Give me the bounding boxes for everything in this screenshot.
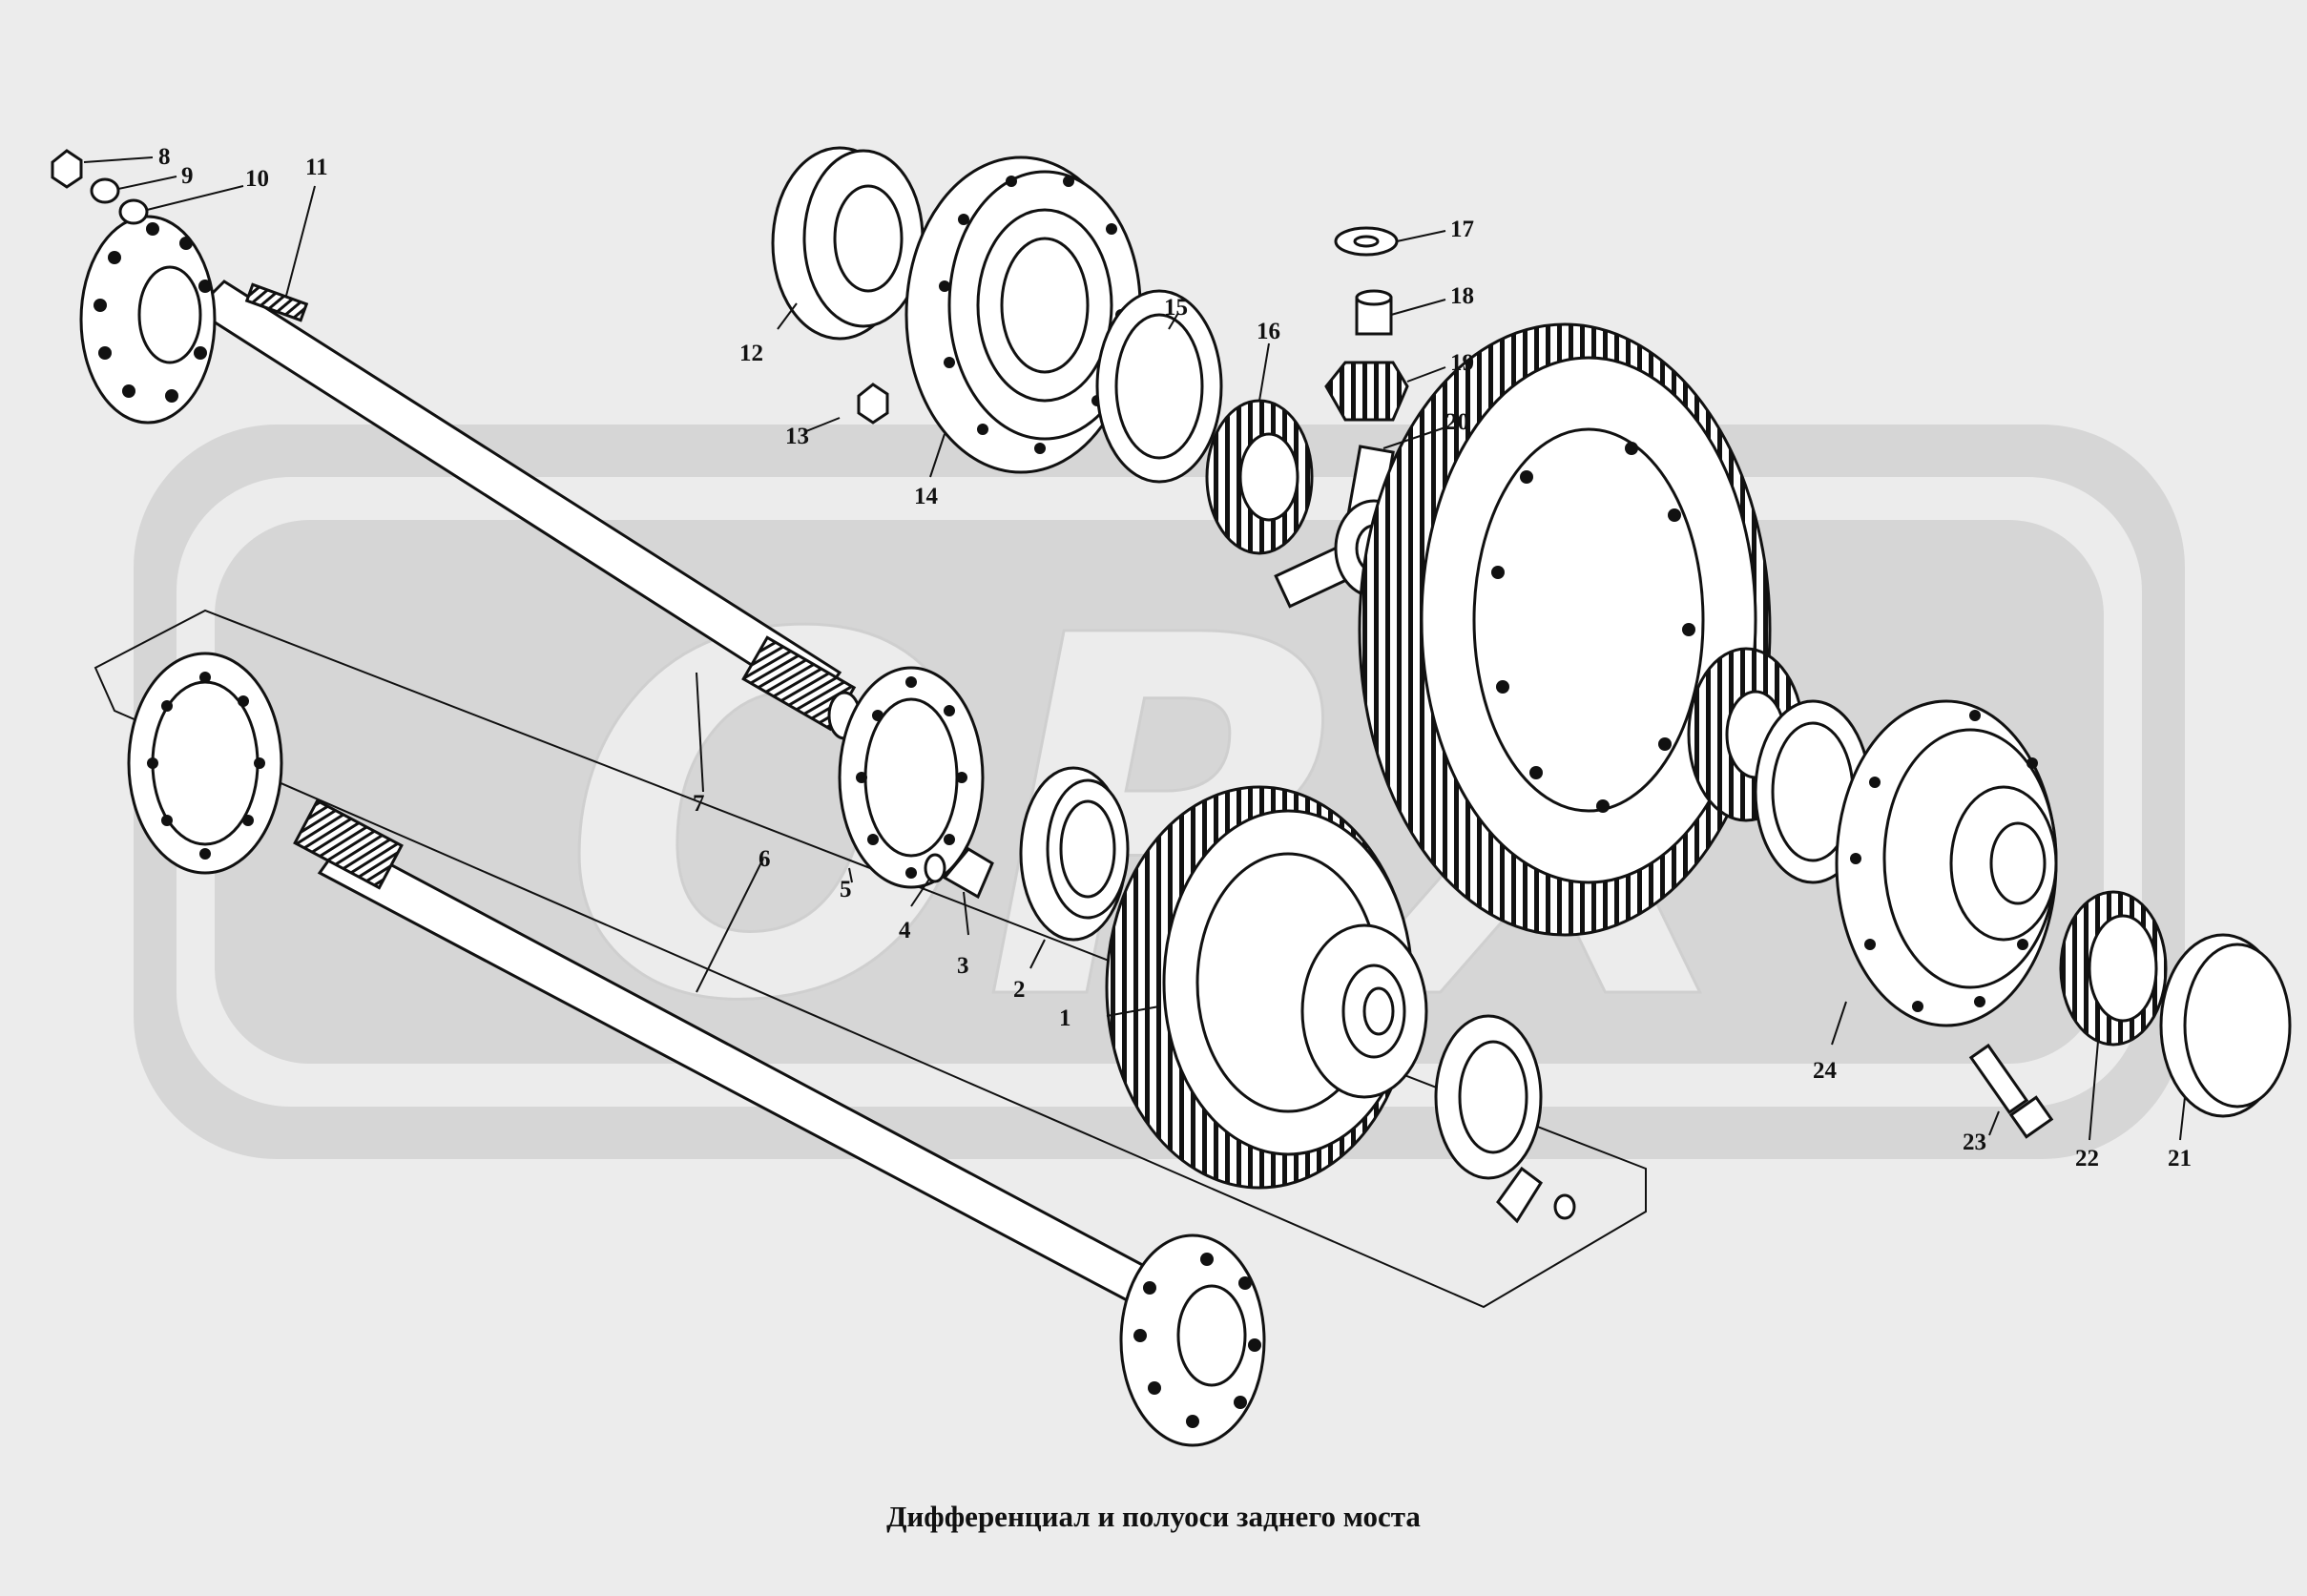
bearing-cone-22 <box>2059 890 2168 1047</box>
differential-assembly-1 <box>1105 785 1428 1190</box>
label-10: 10 <box>245 166 269 192</box>
stud-11 <box>244 282 309 322</box>
part-labels: 8 9 10 11 12 13 14 15 16 17 18 19 20 7 6… <box>158 144 2192 1171</box>
differential-case-24 <box>1835 699 2058 1027</box>
label-5: 5 <box>840 877 852 902</box>
bearing-cup-21 <box>2159 933 2292 1118</box>
figure-caption: Дифференциал и полуоси заднего моста <box>886 1500 1421 1533</box>
washer-9 <box>90 177 120 204</box>
bolt-23 <box>1968 1043 2054 1139</box>
washer-17 <box>1334 226 1399 257</box>
axle-shaft-6 <box>293 798 1266 1447</box>
lock-plate-lower <box>1496 1166 1576 1224</box>
label-23: 23 <box>1963 1130 1986 1155</box>
label-11: 11 <box>305 155 328 180</box>
lock-plate-3 <box>942 847 994 900</box>
washer-10 <box>118 198 149 225</box>
gasket-ring-left <box>127 652 283 875</box>
label-19: 19 <box>1450 350 1474 376</box>
cover-plate-outline <box>94 609 1647 1309</box>
label-24: 24 <box>1813 1058 1838 1084</box>
label-17: 17 <box>1450 217 1474 242</box>
axle-shaft-7 <box>79 215 862 740</box>
label-6: 6 <box>759 846 771 872</box>
label-14: 14 <box>914 484 939 509</box>
bearing-lower <box>1434 1014 1543 1180</box>
label-13: 13 <box>785 424 809 449</box>
label-15: 15 <box>1164 295 1188 321</box>
bolt-4 <box>924 853 946 883</box>
label-1: 1 <box>1059 1005 1071 1031</box>
label-2: 2 <box>1013 977 1026 1003</box>
bearing-2 <box>1019 766 1130 942</box>
pinion-gear-19 <box>1324 361 1409 422</box>
nut-8 <box>51 149 83 189</box>
ring-gear <box>1358 322 1772 937</box>
label-8: 8 <box>158 144 171 170</box>
nut-13 <box>857 383 889 425</box>
label-18: 18 <box>1450 283 1474 309</box>
differential-case-14 <box>904 155 1142 474</box>
thrust-washer-15 <box>1095 289 1223 484</box>
label-7: 7 <box>693 791 705 817</box>
label-16: 16 <box>1257 319 1280 344</box>
label-22: 22 <box>2075 1146 2099 1171</box>
label-9: 9 <box>181 163 194 189</box>
bushing-18 <box>1355 289 1393 336</box>
bearing-12 <box>771 146 925 341</box>
leader-lines <box>83 156 2186 1141</box>
label-21: 21 <box>2168 1146 2192 1171</box>
label-12: 12 <box>739 341 763 366</box>
label-3: 3 <box>957 953 969 979</box>
label-20: 20 <box>1445 409 1469 435</box>
side-gear-16 <box>1205 399 1314 555</box>
gasket-ring-5 <box>838 666 985 889</box>
label-4: 4 <box>899 918 911 943</box>
